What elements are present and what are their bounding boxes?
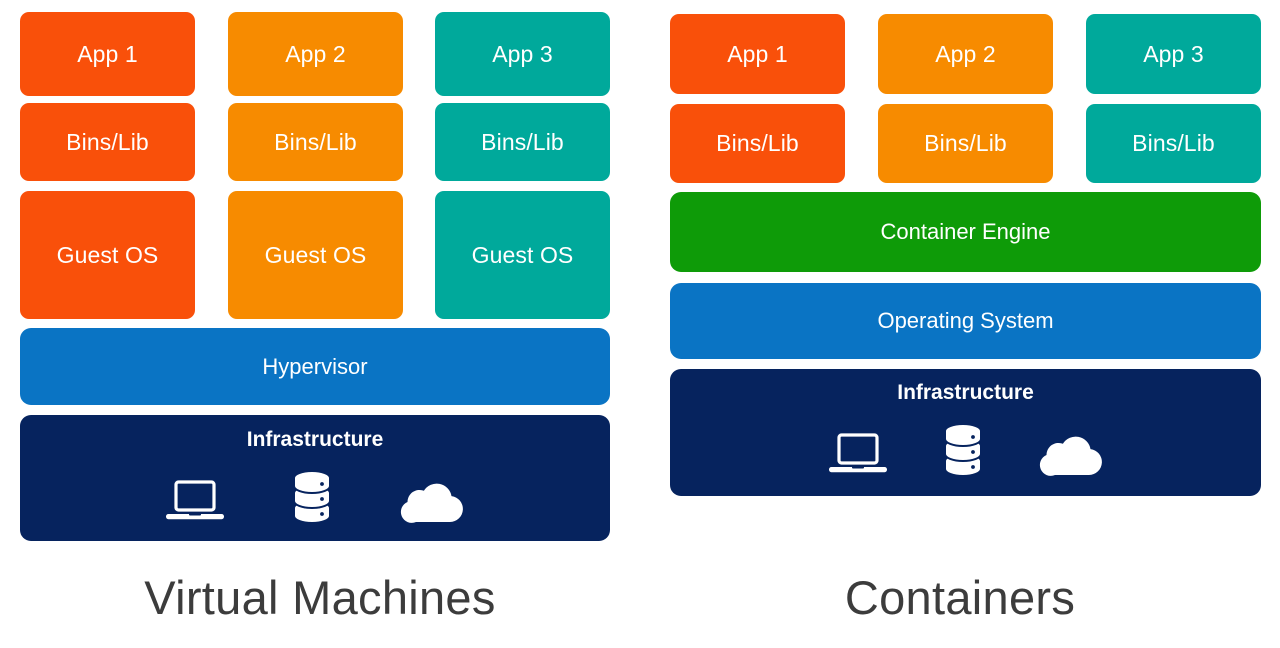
operating-system-bar: Operating System	[670, 283, 1261, 359]
ct-app-block-1: App 1	[670, 14, 845, 94]
ct-app-label-1: App 1	[727, 40, 788, 67]
vm-infrastructure-icons	[20, 464, 610, 526]
vm-bins-block-2: Bins/Lib	[228, 103, 403, 181]
hypervisor-label: Hypervisor	[262, 353, 368, 379]
container-engine-label: Container Engine	[880, 219, 1051, 244]
vm-guest-os-block-3: Guest OS	[435, 191, 610, 319]
cloud-icon	[398, 480, 466, 526]
vm-app-block-3: App 3	[435, 12, 610, 96]
vm-infrastructure-bar: Infrastructure	[20, 415, 610, 541]
ct-bins-block-1: Bins/Lib	[670, 104, 845, 183]
container-engine-bar: Container Engine	[670, 192, 1261, 272]
hypervisor-bar: Hypervisor	[20, 328, 610, 405]
ct-bins-block-2: Bins/Lib	[878, 104, 1053, 183]
vm-infrastructure-label: Infrastructure	[246, 428, 384, 451]
ct-bins-label-1: Bins/Lib	[716, 130, 799, 157]
vm-guest-os-block-2: Guest OS	[228, 191, 403, 319]
ct-app-block-3: App 3	[1086, 14, 1261, 94]
vm-bins-label-1: Bins/Lib	[66, 128, 149, 155]
vm-app-label-2: App 2	[285, 40, 346, 67]
ct-app-label-2: App 2	[935, 40, 996, 67]
cloud-icon	[1037, 433, 1105, 479]
vm-bins-label-3: Bins/Lib	[481, 128, 564, 155]
ct-infrastructure-bar: Infrastructure	[670, 369, 1261, 496]
vm-app-label-1: App 1	[77, 40, 138, 67]
database-icon	[939, 417, 987, 479]
vm-bins-label-2: Bins/Lib	[274, 128, 357, 155]
vm-app-block-2: App 2	[228, 12, 403, 96]
laptop-icon	[164, 478, 226, 526]
virtual-machines-caption: Virtual Machines	[144, 571, 496, 624]
ct-infrastructure-label: Infrastructure	[897, 381, 1034, 404]
vm-app-block-1: App 1	[20, 12, 195, 96]
vm-guest-os-label-2: Guest OS	[264, 241, 367, 268]
ct-app-label-3: App 3	[1143, 40, 1204, 67]
vm-guest-os-label-3: Guest OS	[471, 241, 574, 268]
vm-guest-os-label-1: Guest OS	[56, 241, 159, 268]
laptop-icon	[827, 431, 889, 479]
virtual-machines-panel: App 1 Bins/Lib Guest OS App 2 Bins/Lib G…	[20, 12, 610, 624]
database-icon	[288, 464, 336, 526]
ct-bins-label-3: Bins/Lib	[1132, 130, 1215, 157]
vm-bins-block-3: Bins/Lib	[435, 103, 610, 181]
vm-guest-os-block-1: Guest OS	[20, 191, 195, 319]
vm-bins-block-1: Bins/Lib	[20, 103, 195, 181]
ct-infrastructure-icons	[670, 417, 1261, 479]
ct-bins-label-2: Bins/Lib	[924, 130, 1007, 157]
ct-bins-block-3: Bins/Lib	[1086, 104, 1261, 183]
operating-system-label: Operating System	[877, 308, 1054, 333]
containers-panel: App 1 Bins/Lib App 2 Bins/Lib App 3 Bins…	[640, 0, 1280, 648]
vm-app-label-3: App 3	[492, 40, 553, 67]
ct-app-block-2: App 2	[878, 14, 1053, 94]
containers-caption: Containers	[844, 571, 1076, 624]
